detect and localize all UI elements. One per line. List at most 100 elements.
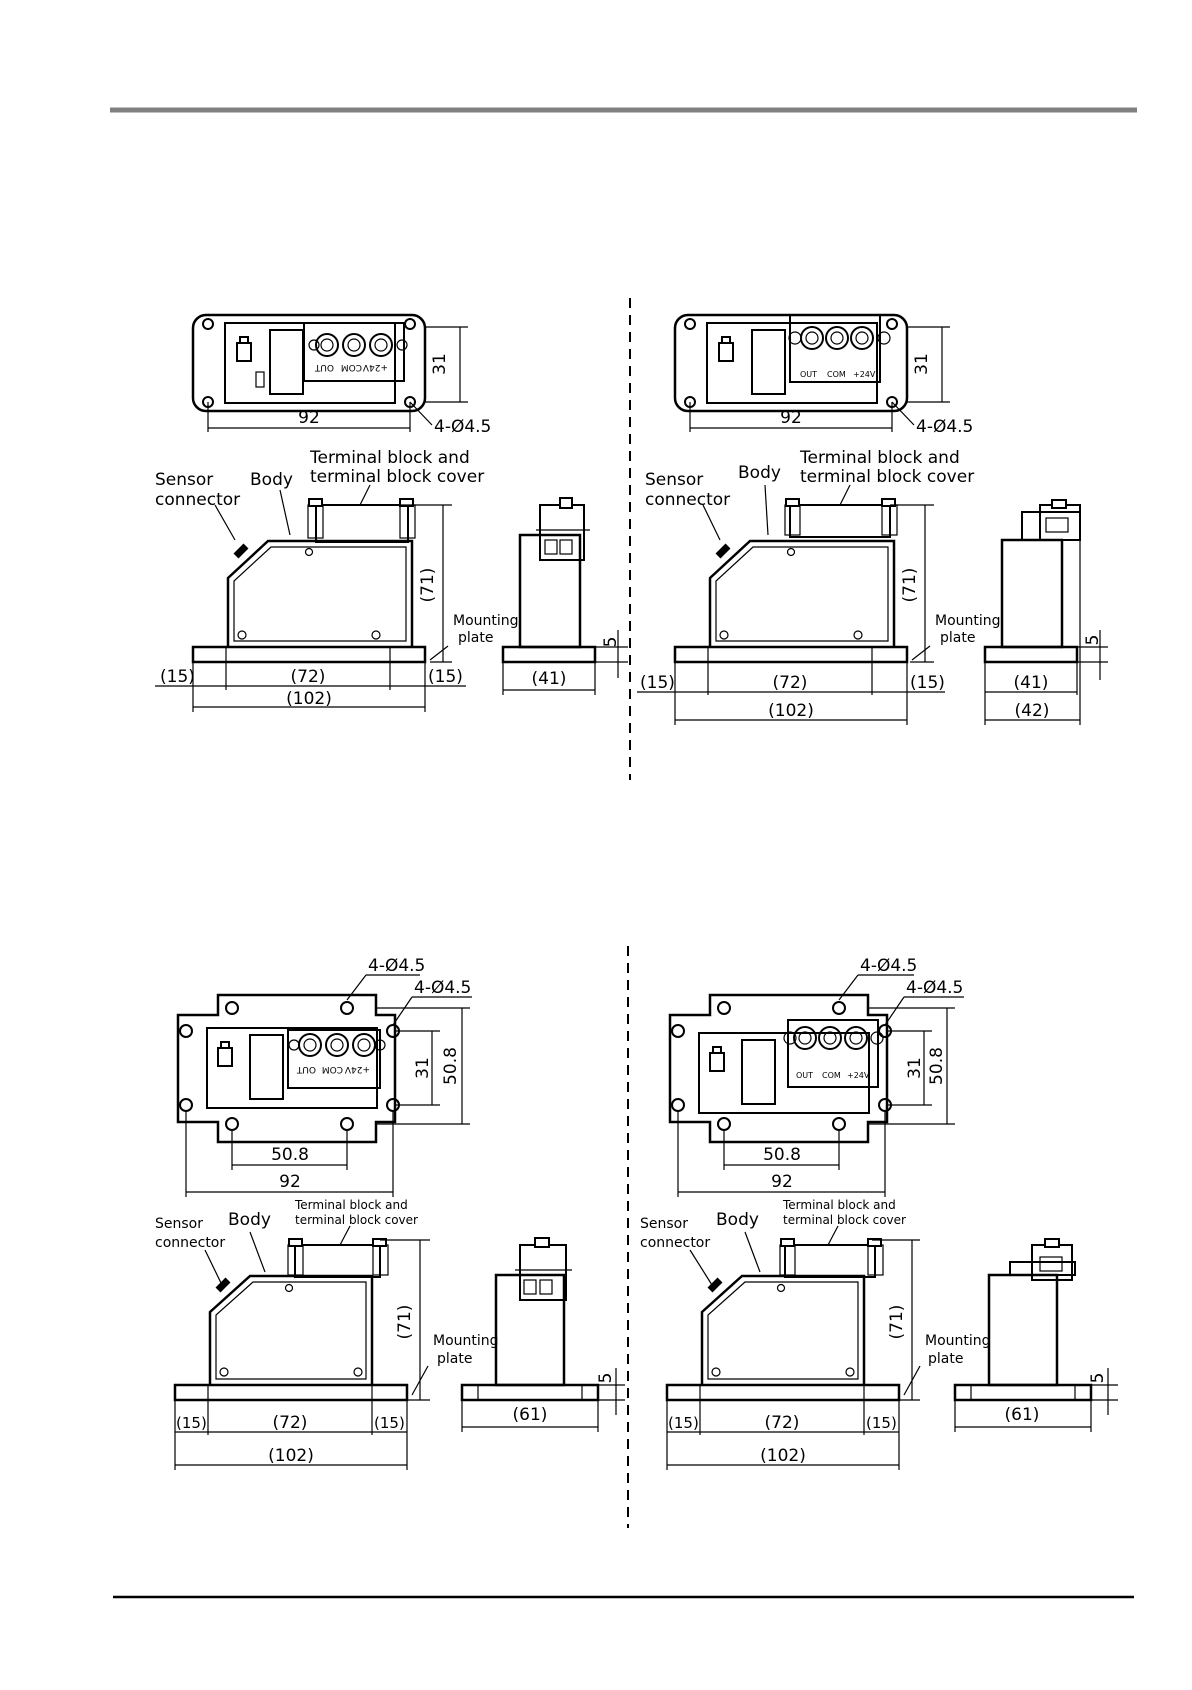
- dim-31: 31: [912, 353, 932, 375]
- drawing-bottom-right: OUT COM +24V 4-Ø4.5 4-Ø4.5 31 50.8 50.8 …: [640, 956, 1118, 1470]
- drawing-top-left: OUT COM +24V 31 92 4-Ø4.5 Sensor connect…: [155, 313, 628, 712]
- side-view: [983, 499, 1081, 664]
- dim-72: (72): [773, 673, 808, 693]
- label-terminal-block-1: Terminal block and: [294, 1198, 408, 1212]
- label-sensor: Sensor: [640, 1216, 688, 1232]
- term-label-out: OUT: [314, 362, 334, 372]
- dim-50-8-horizontal: 50.8: [271, 1145, 309, 1165]
- dim-15-left: (15): [668, 1414, 699, 1432]
- label-sensor: Sensor: [645, 470, 703, 490]
- term-label-com: COM: [341, 362, 362, 372]
- dim-15-right: (15): [910, 673, 945, 693]
- dim-72: (72): [765, 1413, 800, 1433]
- dim-15-right: (15): [374, 1414, 405, 1432]
- dim-92: 92: [771, 1172, 793, 1192]
- dim-71: (71): [418, 568, 438, 603]
- label-terminal-block-1: Terminal block and: [782, 1198, 896, 1212]
- dim-72: (72): [291, 667, 326, 687]
- label-terminal-block-2: terminal block cover: [310, 467, 484, 487]
- dim-5: 5: [601, 637, 621, 648]
- label-terminal-block-1: Terminal block and: [309, 448, 470, 468]
- label-terminal-block-2: terminal block cover: [783, 1213, 906, 1227]
- top-view: OUT COM +24V: [176, 993, 400, 1144]
- dim-holes-a: 4-Ø4.5: [368, 956, 425, 976]
- dim-71: (71): [395, 1305, 415, 1340]
- label-body: Body: [716, 1210, 759, 1230]
- label-body: Body: [738, 463, 781, 483]
- term-label-24v: +24V: [853, 370, 876, 379]
- dim-92: 92: [298, 408, 320, 428]
- drawing-bottom-left: OUT COM +24V 4-Ø4.5 4-Ø4.5 31 50.8 50.8 …: [155, 956, 625, 1470]
- label-connector: connector: [155, 490, 240, 510]
- front-view: [673, 498, 909, 664]
- term-label-out: OUT: [296, 1064, 316, 1074]
- label-mounting: Mounting: [935, 613, 1001, 629]
- dim-92: 92: [279, 1172, 301, 1192]
- dim-61: (61): [513, 1405, 548, 1425]
- dim-5: 5: [1088, 1373, 1108, 1384]
- label-plate: plate: [458, 630, 493, 646]
- dim-72: (72): [273, 1413, 308, 1433]
- label-plate: plate: [928, 1351, 963, 1367]
- term-label-com: COM: [822, 1071, 841, 1080]
- top-view: OUT COM +24V: [668, 993, 892, 1144]
- label-body: Body: [228, 1210, 271, 1230]
- dim-50-8-vertical: 50.8: [927, 1047, 947, 1085]
- label-mounting: Mounting: [925, 1333, 991, 1349]
- dim-31: 31: [905, 1057, 925, 1079]
- dim-50-8-horizontal: 50.8: [763, 1145, 801, 1165]
- dim-102: (102): [286, 689, 332, 709]
- label-mounting: Mounting: [433, 1333, 499, 1349]
- label-connector: connector: [645, 490, 730, 510]
- drawing-top-right: OUT COM +24V 31 92 4-Ø4.5 Sensor connect…: [637, 313, 1108, 725]
- dim-15-right: (15): [428, 667, 463, 687]
- term-label-24v: +24V: [344, 1064, 370, 1074]
- label-terminal-block-1: Terminal block and: [799, 448, 960, 468]
- dim-41: (41): [532, 669, 567, 689]
- top-view: OUT COM +24V: [673, 313, 909, 413]
- side-view: [953, 1238, 1093, 1402]
- dim-15-left: (15): [160, 667, 195, 687]
- dim-holes-a: 4-Ø4.5: [860, 956, 917, 976]
- dim-holes-b: 4-Ø4.5: [414, 978, 471, 998]
- side-view: [460, 1237, 600, 1402]
- dim-71: (71): [887, 1305, 907, 1340]
- dim-5: 5: [596, 1373, 616, 1384]
- dim-50-8-vertical: 50.8: [441, 1047, 461, 1085]
- label-terminal-block-2: terminal block cover: [295, 1213, 418, 1227]
- dim-42: (42): [1015, 701, 1050, 721]
- term-label-out: OUT: [796, 1071, 813, 1080]
- label-terminal-block-2: terminal block cover: [800, 467, 974, 487]
- dim-102: (102): [760, 1446, 806, 1466]
- front-view: [173, 1238, 409, 1402]
- term-label-out: OUT: [800, 370, 817, 379]
- dim-102: (102): [768, 701, 814, 721]
- dim-15-left: (15): [640, 673, 675, 693]
- side-view: [501, 497, 597, 664]
- label-plate: plate: [940, 630, 975, 646]
- dim-61: (61): [1005, 1405, 1040, 1425]
- dim-holes: 4-Ø4.5: [434, 417, 491, 437]
- dim-15-right: (15): [866, 1414, 897, 1432]
- dim-102: (102): [268, 1446, 314, 1466]
- term-label-24v: +24V: [847, 1071, 870, 1080]
- dim-31: 31: [430, 353, 450, 375]
- label-connector: connector: [640, 1235, 710, 1251]
- dim-92: 92: [780, 408, 802, 428]
- dim-5: 5: [1083, 635, 1103, 646]
- dim-holes-b: 4-Ø4.5: [906, 978, 963, 998]
- front-view: [191, 498, 427, 664]
- label-body: Body: [250, 470, 293, 490]
- dim-41: (41): [1014, 673, 1049, 693]
- term-label-com: COM: [827, 370, 846, 379]
- dim-holes: 4-Ø4.5: [916, 417, 973, 437]
- label-plate: plate: [437, 1351, 472, 1367]
- dim-71: (71): [900, 568, 920, 603]
- terminal-screws: [308, 333, 408, 357]
- label-sensor: Sensor: [155, 470, 213, 490]
- label-sensor: Sensor: [155, 1216, 203, 1232]
- dim-31: 31: [413, 1057, 433, 1079]
- top-view: OUT COM +24V: [191, 313, 427, 413]
